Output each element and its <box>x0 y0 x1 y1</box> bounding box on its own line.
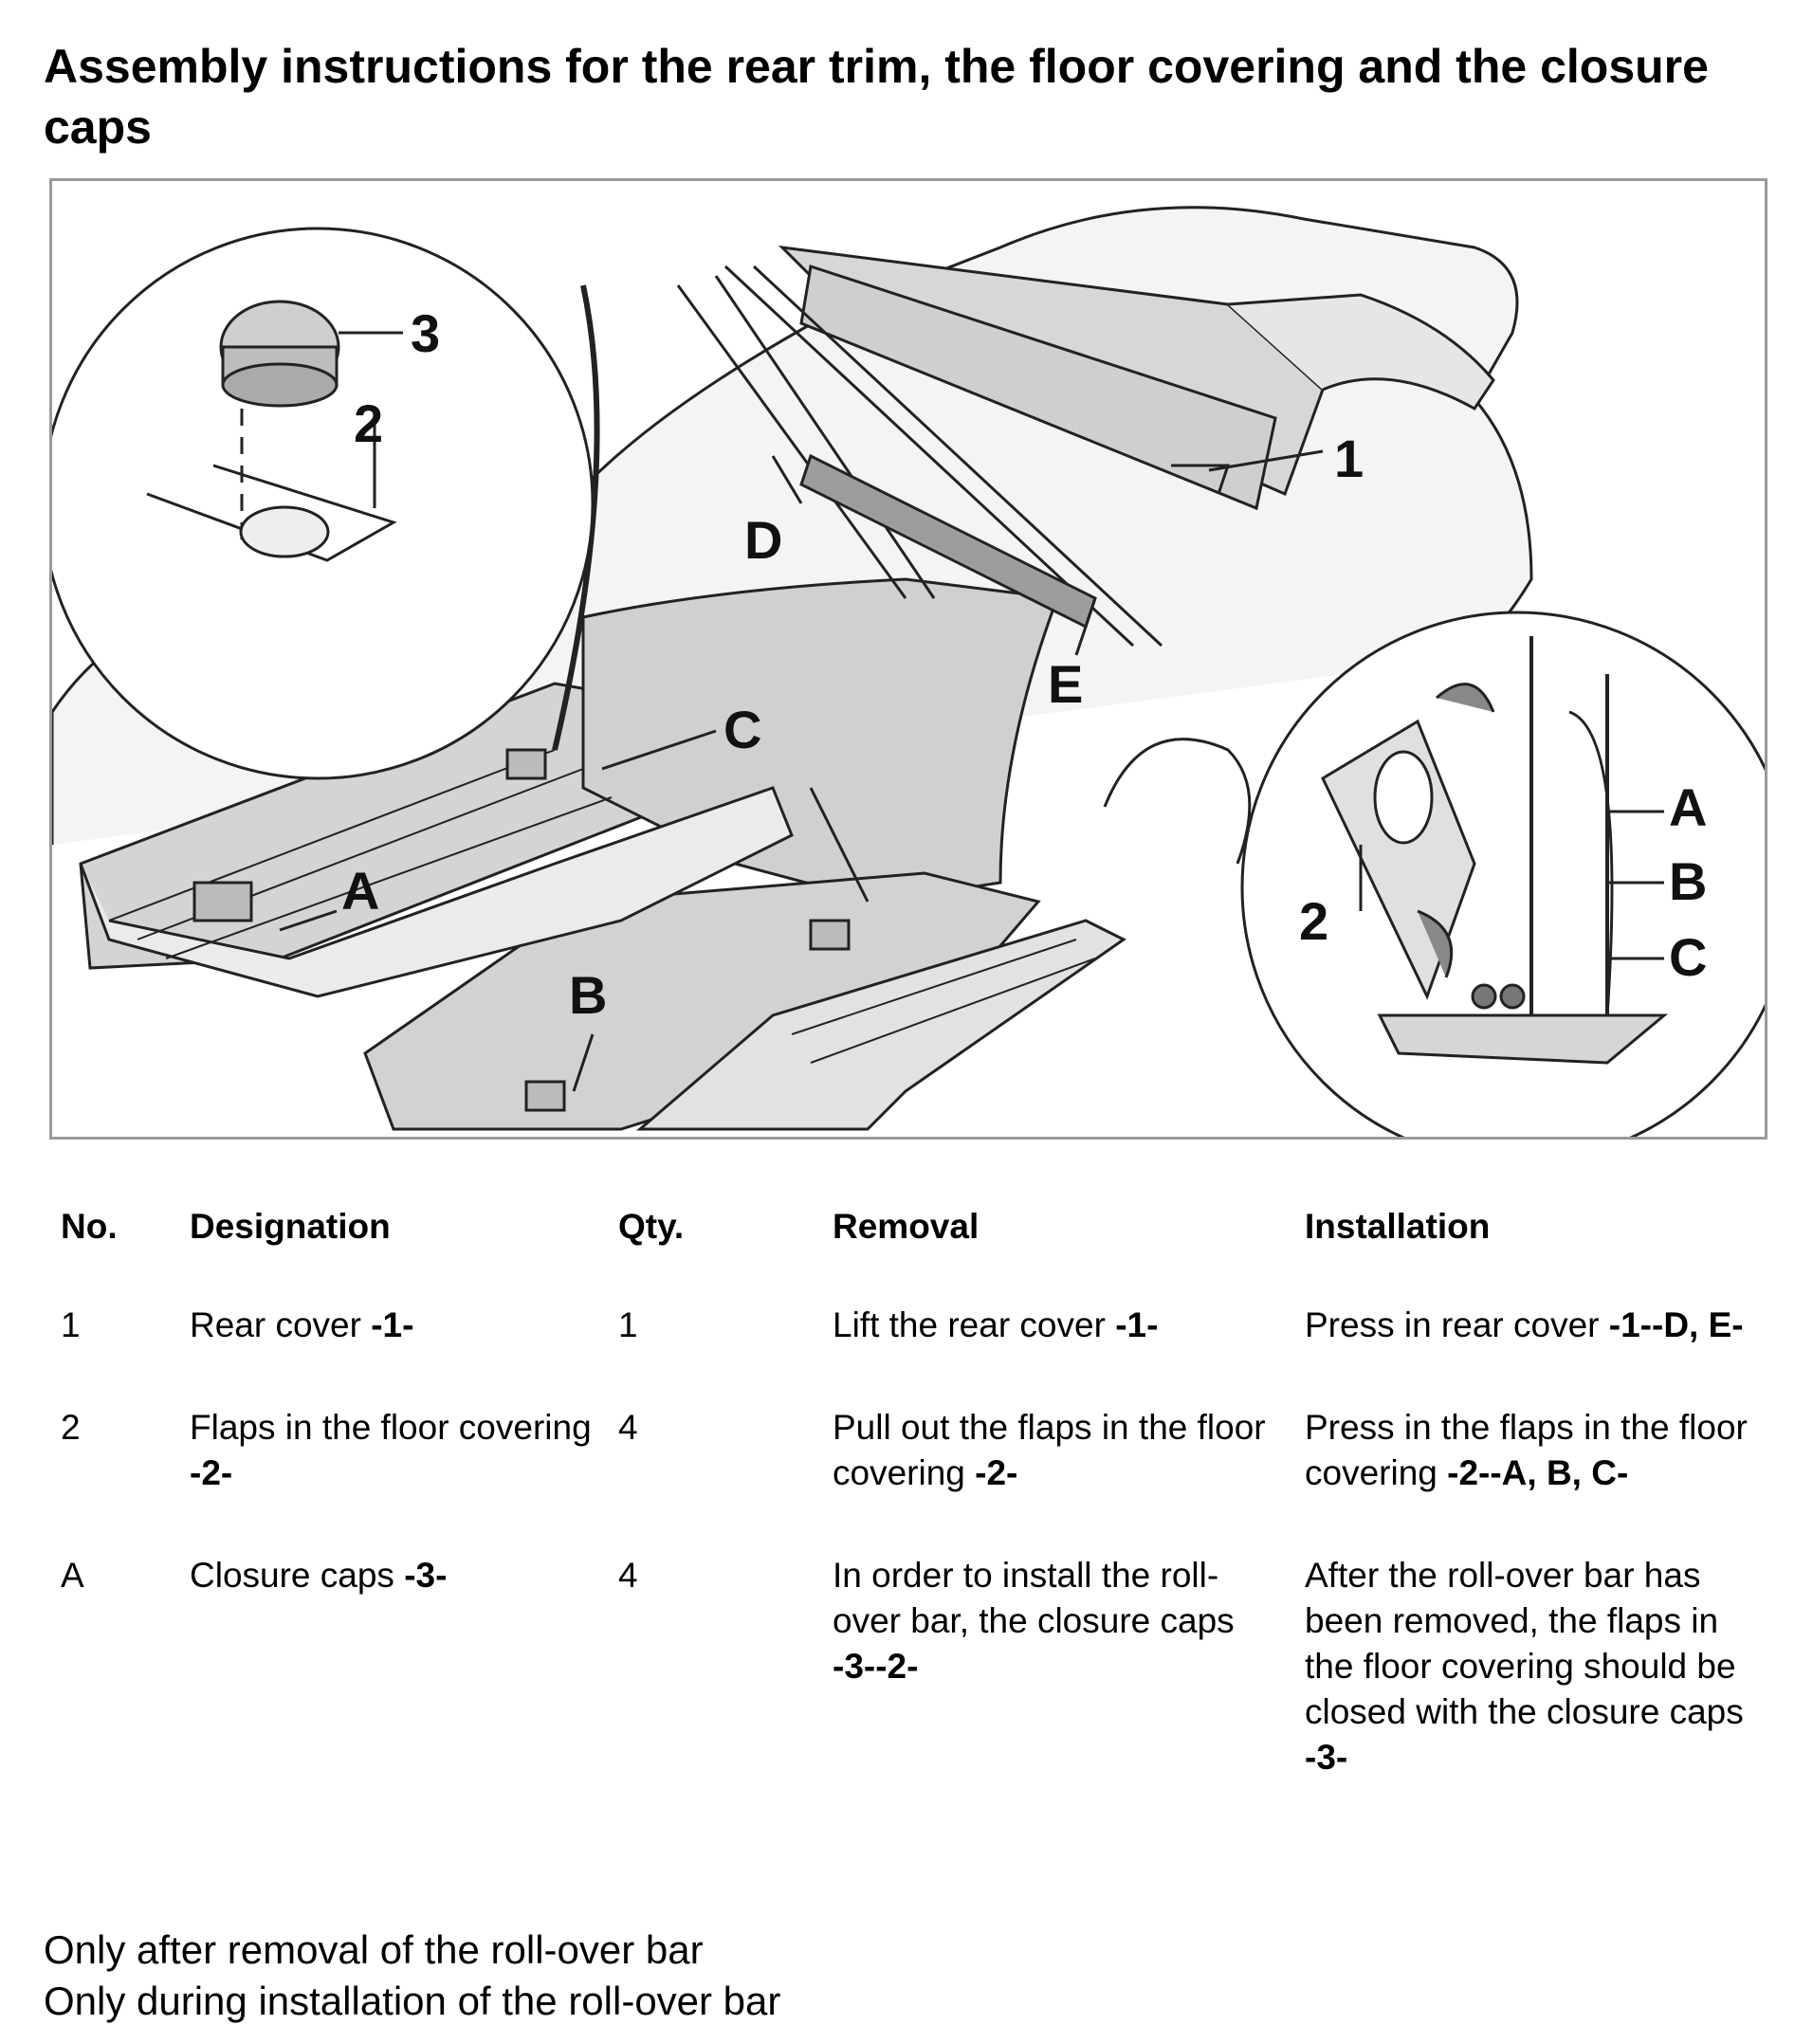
detail-callout-a: A <box>1669 777 1707 837</box>
cell-text: Pull out the flaps in the floor covering <box>833 1408 1266 1492</box>
flap-detail-inset <box>1240 611 1765 1137</box>
row-designation: Rear cover -1- <box>178 1303 607 1405</box>
cell-text: Closure caps <box>190 1556 405 1595</box>
row-qty: 1 <box>618 1305 638 1344</box>
table-header-row: No. Designation Qty. Removal Installatio… <box>49 1204 1766 1303</box>
callout-d: D <box>744 510 782 570</box>
row-removal: Pull out the flaps in the floor covering… <box>821 1405 1293 1553</box>
cell-ref: -3--2- <box>833 1647 919 1686</box>
page-title: Assembly instructions for the rear trim,… <box>44 40 1709 154</box>
row-qty: 4 <box>618 1556 638 1595</box>
row-installation: Press in the flaps in the floor covering… <box>1293 1405 1766 1553</box>
closure-cap-detail-inset <box>52 227 595 780</box>
assembly-illustration: 1 2 3 A B C D E A B C 2 <box>49 178 1767 1140</box>
callout-e: E <box>1048 654 1083 714</box>
cell-text: Press in rear cover <box>1305 1305 1609 1344</box>
cell-text: Press in the flaps in the floor covering <box>1305 1408 1748 1492</box>
cell-text: In order to install the roll-over bar, t… <box>833 1556 1235 1640</box>
row-designation: Flaps in the floor covering -2- <box>178 1405 607 1553</box>
header-qty: Qty. <box>618 1207 685 1246</box>
parts-table: No. Designation Qty. Removal Installatio… <box>49 1204 1766 1837</box>
cell-ref: -2--A, B, C- <box>1447 1453 1629 1492</box>
row-installation: Press in rear cover -1--D, E- <box>1293 1303 1766 1405</box>
callout-c: C <box>723 700 761 759</box>
row-designation: Closure caps -3- <box>178 1553 607 1837</box>
cell-ref: -1--D, E- <box>1608 1305 1744 1344</box>
header-designation: Designation <box>190 1207 391 1246</box>
table-row: 1 Rear cover -1- 1 Lift the rear cover -… <box>49 1303 1766 1405</box>
row-no: A <box>61 1556 84 1595</box>
row-no: 2 <box>61 1408 81 1447</box>
cell-text: Flaps in the floor covering <box>190 1408 592 1447</box>
row-removal: In order to install the roll-over bar, t… <box>821 1553 1293 1837</box>
row-installation: After the roll-over bar has been removed… <box>1293 1553 1766 1837</box>
header-no: No. <box>61 1207 118 1246</box>
callout-labels: 1 2 3 A B C D E A B C 2 <box>341 303 1707 1025</box>
leader-lines <box>279 449 1324 1092</box>
row-no: 1 <box>61 1305 81 1344</box>
footnote: Only during installation of the roll-ove… <box>44 1979 781 2023</box>
footnote: Only after removal of the roll-over bar <box>44 1927 704 1972</box>
callout-b: B <box>569 965 607 1025</box>
cell-ref: -2- <box>190 1453 233 1492</box>
detail-callout-b: B <box>1669 851 1707 911</box>
row-removal: Lift the rear cover -1- <box>821 1303 1293 1405</box>
cell-ref: -1- <box>371 1305 414 1344</box>
cell-text: After the roll-over bar has been removed… <box>1305 1556 1744 1731</box>
cell-ref: -2- <box>975 1453 1018 1492</box>
header-installation: Installation <box>1305 1207 1491 1246</box>
cell-ref: -1- <box>1115 1305 1159 1344</box>
header-removal: Removal <box>833 1207 980 1246</box>
table-row: 2 Flaps in the floor covering -2- 4 Pull… <box>49 1405 1766 1553</box>
callout-1: 1 <box>1334 429 1364 488</box>
cell-ref: -3- <box>404 1556 448 1595</box>
cell-text: Lift the rear cover <box>833 1305 1116 1344</box>
detail-callout-c: C <box>1669 927 1707 987</box>
illustration-svg: 1 2 3 A B C D E A B C 2 <box>52 206 1765 1137</box>
footnotes: Only after removal of the roll-over bar … <box>44 1925 780 2027</box>
cell-text: Rear cover <box>190 1305 372 1344</box>
detail-callout-2: 2 <box>1299 891 1328 951</box>
table-row: A Closure caps -3- 4 In order to install… <box>49 1553 1766 1837</box>
cell-ref: -3- <box>1305 1738 1348 1777</box>
row-qty: 4 <box>618 1408 638 1447</box>
callout-2: 2 <box>354 393 383 453</box>
callout-a: A <box>341 861 379 921</box>
callout-3: 3 <box>411 303 440 363</box>
